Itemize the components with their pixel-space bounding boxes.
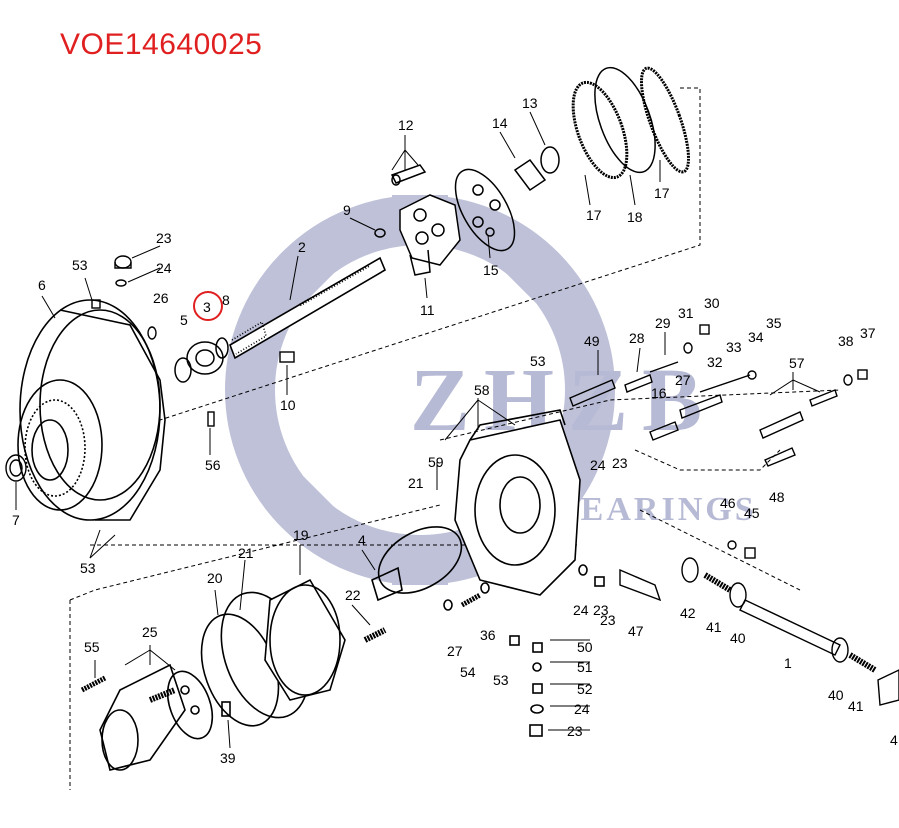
callout: 21 — [408, 475, 424, 491]
callout: 20 — [207, 570, 223, 586]
callout: 59 — [428, 454, 444, 470]
callout: 11 — [420, 302, 435, 318]
solid-leaders — [15, 111, 821, 749]
callout: 34 — [748, 329, 764, 345]
callout: 37 — [860, 325, 876, 341]
lower-parts — [80, 526, 605, 771]
bearing-3 — [174, 337, 229, 383]
callout: 31 — [678, 305, 694, 321]
callout: 9 — [343, 202, 351, 218]
callout: 1 — [784, 655, 792, 671]
callout: 29 — [655, 315, 671, 331]
callout: 57 — [789, 355, 805, 371]
callout: 24 — [156, 260, 172, 276]
shaft-part — [229, 256, 387, 360]
callout: 23 — [567, 723, 583, 739]
callout: 53 — [72, 257, 88, 273]
callout: 40 — [730, 630, 746, 646]
callout: 41 — [706, 619, 722, 635]
callout: 17 — [654, 185, 670, 201]
watermark-subtext: BEARINGS — [555, 491, 757, 528]
callout: 23 — [612, 455, 628, 471]
callout: 7 — [12, 512, 20, 528]
callout: 19 — [293, 527, 309, 543]
callout: 53 — [493, 672, 509, 688]
callout: 41 — [848, 698, 864, 714]
callout: 33 — [726, 339, 742, 355]
callout: 47 — [628, 623, 644, 639]
callout: 36 — [480, 627, 496, 643]
callout: 21 — [238, 545, 254, 561]
callout: 53 — [80, 560, 96, 576]
callout: 2 — [298, 239, 306, 255]
callout-labels: 1 2 3 4 4 5 6 7 8 9 10 11 12 13 14 15 16… — [12, 95, 898, 766]
callout: 55 — [84, 639, 100, 655]
callout: 58 — [474, 382, 490, 398]
callout: 39 — [220, 750, 236, 766]
callout: 13 — [522, 95, 538, 111]
callout: 10 — [280, 397, 296, 413]
callout: 51 — [577, 659, 593, 675]
plates-group — [454, 66, 691, 252]
callout: 27 — [447, 643, 463, 659]
callout: 12 — [398, 117, 414, 133]
callout: 52 — [577, 681, 593, 697]
highlight-circle — [193, 291, 223, 321]
valve-body-58 — [454, 409, 581, 596]
callout: 45 — [744, 505, 760, 521]
housing-part — [17, 299, 166, 521]
callout: 26 — [153, 290, 169, 306]
callout: 8 — [222, 292, 230, 308]
callout: 50 — [577, 639, 593, 655]
callout: 35 — [766, 315, 782, 331]
callout: 32 — [707, 354, 723, 370]
callout: 23 — [600, 612, 616, 628]
callout: 28 — [629, 330, 645, 346]
callout: 24 — [574, 701, 590, 717]
seal-7 — [5, 454, 27, 482]
callout: 22 — [345, 587, 361, 603]
callout: 15 — [483, 262, 499, 278]
callout: 27 — [675, 372, 691, 388]
callout: 54 — [460, 664, 476, 680]
callout: 6 — [38, 277, 46, 293]
callout: 46 — [720, 495, 736, 511]
callout: 53 — [530, 353, 546, 369]
callout: 4 — [890, 732, 898, 748]
callout: 56 — [205, 457, 221, 473]
callout: 5 — [180, 312, 188, 328]
callout: 40 — [828, 687, 844, 703]
callout: 14 — [492, 115, 508, 131]
callout: 16 — [651, 385, 667, 401]
callout: 23 — [156, 230, 172, 246]
callout: 18 — [627, 209, 643, 225]
swash-plate-11 — [374, 164, 461, 276]
callout: 17 — [586, 207, 602, 223]
callout: 23 — [593, 602, 609, 618]
callout: 38 — [838, 333, 854, 349]
callout: 3 — [203, 299, 211, 315]
callout: 30 — [704, 295, 720, 311]
right-side-parts — [569, 324, 899, 706]
small-parts-top-left — [91, 255, 295, 427]
part-number-title: VOE14640025 — [60, 28, 263, 61]
callout: 48 — [769, 489, 785, 505]
callout: 42 — [680, 605, 696, 621]
callout: 4 — [358, 532, 366, 548]
callout: 49 — [584, 333, 600, 349]
callout: 24 — [573, 602, 589, 618]
callout: 25 — [142, 624, 158, 640]
callout: 24 — [590, 457, 606, 473]
